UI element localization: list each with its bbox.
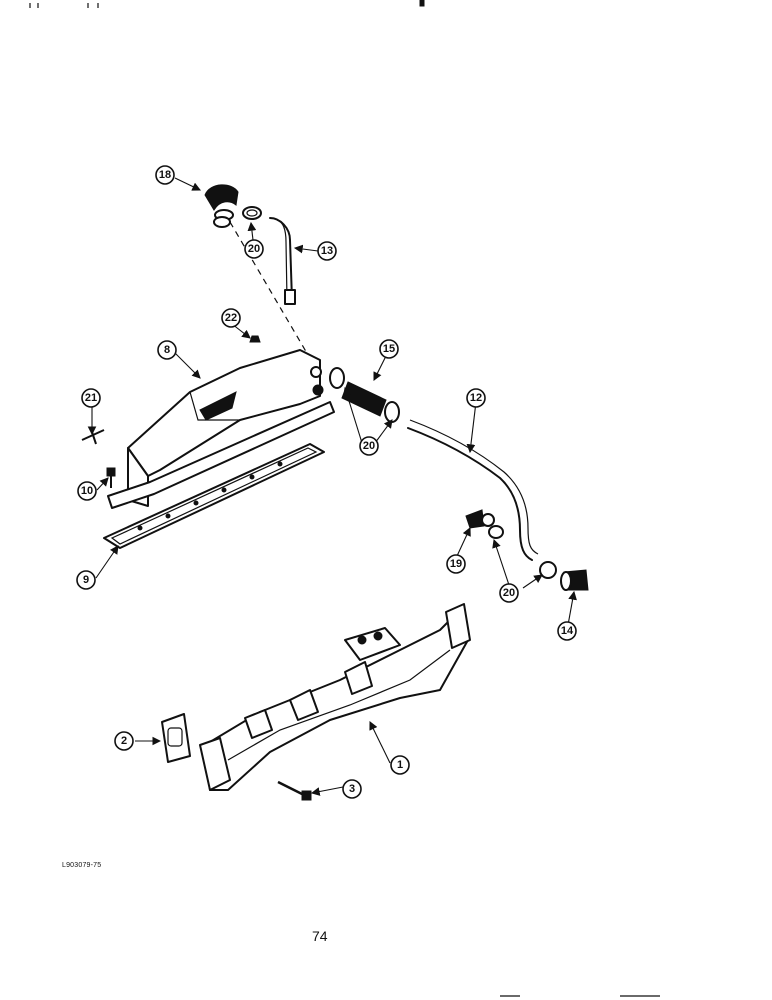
callout-20-top: 20	[244, 239, 264, 259]
assembly-dashed-line	[229, 221, 319, 373]
stud-part-21	[81, 429, 105, 445]
svg-text:20: 20	[503, 587, 515, 599]
svg-text:19: 19	[450, 558, 462, 570]
svg-text:12: 12	[470, 392, 482, 404]
callout-10: 10	[77, 481, 97, 501]
callout-2: 2	[114, 731, 134, 751]
tube-part-12	[407, 419, 539, 561]
manifold-cover-part-8	[107, 349, 335, 509]
callout-8: 8	[157, 340, 177, 360]
hose-part-15	[329, 367, 400, 423]
bolt-part-3	[277, 780, 312, 801]
callout-9: 9	[76, 570, 96, 590]
svg-text:15: 15	[383, 343, 395, 355]
svg-text:21: 21	[85, 392, 97, 404]
svg-text:22: 22	[225, 312, 237, 324]
callout-19: 19	[446, 554, 466, 574]
figure-code: L903079-75	[62, 862, 102, 869]
svg-text:8: 8	[164, 344, 170, 356]
callout-15: 15	[379, 339, 399, 359]
gasket-part-9	[103, 443, 325, 549]
svg-text:13: 13	[321, 245, 333, 257]
svg-text:9: 9	[83, 574, 89, 586]
bent-tube-part-13	[269, 217, 296, 305]
svg-text:14: 14	[561, 625, 574, 637]
hose-part-14	[539, 561, 589, 591]
callout-1: 1	[390, 755, 410, 775]
callout-12: 12	[466, 388, 486, 408]
nut-part-22	[249, 335, 261, 343]
callout-18: 18	[155, 165, 175, 185]
bolt-part-10	[106, 467, 116, 488]
svg-text:20: 20	[363, 440, 375, 452]
callout-21: 21	[81, 388, 101, 408]
callout-20-lower: 20	[499, 583, 519, 603]
svg-text:3: 3	[349, 783, 355, 795]
fitting-part-19	[465, 509, 504, 539]
gasket-part-2	[161, 713, 191, 763]
svg-text:2: 2	[121, 735, 127, 747]
callout-20-mid: 20	[359, 436, 379, 456]
svg-text:10: 10	[81, 485, 93, 497]
svg-text:1: 1	[397, 759, 403, 771]
svg-text:20: 20	[248, 243, 260, 255]
callout-3: 3	[342, 779, 362, 799]
leader-lines	[87, 177, 577, 796]
callout-22: 22	[221, 308, 241, 328]
elbow-hose-part-18	[204, 184, 239, 221]
exhaust-manifold-part-1	[199, 603, 471, 791]
page-number: 74	[312, 928, 328, 944]
callout-14: 14	[557, 621, 577, 641]
scan-marks	[29, 0, 425, 8]
callout-13: 13	[317, 241, 337, 261]
svg-text:18: 18	[159, 169, 171, 181]
